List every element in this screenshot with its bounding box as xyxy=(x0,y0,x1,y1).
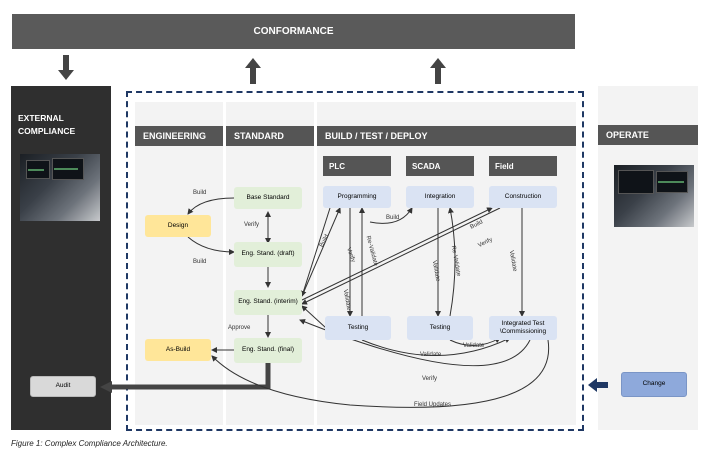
up-arrow-icon-1 xyxy=(245,58,261,84)
testing-scada-box[interactable]: Testing xyxy=(407,316,473,340)
edge-label-approve: Approve xyxy=(228,325,251,331)
figure-caption: Figure 1: Complex Compliance Architectur… xyxy=(11,439,168,448)
edge-label-verify-5: Verify xyxy=(422,376,438,382)
external-compliance-panel xyxy=(11,86,111,430)
eng-standard-interim-box[interactable]: Eng. Stand. (interim) xyxy=(234,290,302,315)
plc-subheader-label: PLC xyxy=(329,161,345,171)
scada-subheader-label: SCADA xyxy=(412,161,441,171)
engineering-header-label: ENGINEERING xyxy=(143,131,207,141)
audit-box[interactable]: Audit xyxy=(30,376,96,397)
edge-label-build-3: Build xyxy=(386,215,400,221)
build-header: BUILD / TEST / DEPLOY xyxy=(317,126,576,146)
construction-box[interactable]: Construction xyxy=(489,186,557,208)
change-connector xyxy=(588,378,608,392)
operate-header-label: OPERATE xyxy=(606,130,649,140)
standard-header: STANDARD xyxy=(226,126,314,146)
edge-label-build-1: Build xyxy=(193,190,207,196)
edge-label-field-updates: Field Updates xyxy=(414,402,452,408)
conformance-label: CONFORMANCE xyxy=(253,26,334,37)
edge-label-verify-1: Verify xyxy=(244,222,260,228)
edge-label-validate-5: Validate xyxy=(463,343,485,349)
build-header-label: BUILD / TEST / DEPLOY xyxy=(325,131,428,141)
plc-subheader: PLC xyxy=(323,156,391,176)
external-compliance-photo xyxy=(20,154,100,221)
standard-header-label: STANDARD xyxy=(234,131,284,141)
change-box[interactable]: Change xyxy=(621,372,687,397)
scada-subheader: SCADA xyxy=(406,156,474,176)
programming-box[interactable]: Programming xyxy=(323,186,391,208)
operate-header: OPERATE xyxy=(598,125,698,145)
integrated-test-box[interactable]: Integrated Test \Commissioning xyxy=(489,316,557,340)
down-arrow-icon xyxy=(58,55,74,80)
dashed-container xyxy=(126,91,584,431)
base-standard-box[interactable]: Base Standard xyxy=(234,187,302,209)
audit-connector xyxy=(100,360,271,393)
as-build-box[interactable]: As-Build xyxy=(145,339,211,361)
eng-standard-final-box[interactable]: Eng. Stand. (final) xyxy=(234,338,302,363)
integration-box[interactable]: Integration xyxy=(406,186,474,208)
build-column xyxy=(317,102,576,425)
up-arrow-icon-2 xyxy=(430,58,446,84)
eng-standard-draft-box[interactable]: Eng. Stand. (draft) xyxy=(234,242,302,267)
conformance-banner: CONFORMANCE xyxy=(12,14,575,49)
edge-label-validate-4: Validate xyxy=(420,352,442,358)
edge-label-build-2: Build xyxy=(193,259,207,265)
design-box[interactable]: Design xyxy=(145,215,211,237)
external-compliance-title: EXTERNAL COMPLIANCE xyxy=(18,113,76,136)
testing-plc-box[interactable]: Testing xyxy=(325,316,391,340)
engineering-header: ENGINEERING xyxy=(135,126,223,146)
field-subheader-label: Field xyxy=(495,161,514,171)
engineering-column xyxy=(135,102,223,425)
edge-base-design xyxy=(187,197,235,215)
field-subheader: Field xyxy=(489,156,557,176)
operate-photo xyxy=(614,165,694,227)
